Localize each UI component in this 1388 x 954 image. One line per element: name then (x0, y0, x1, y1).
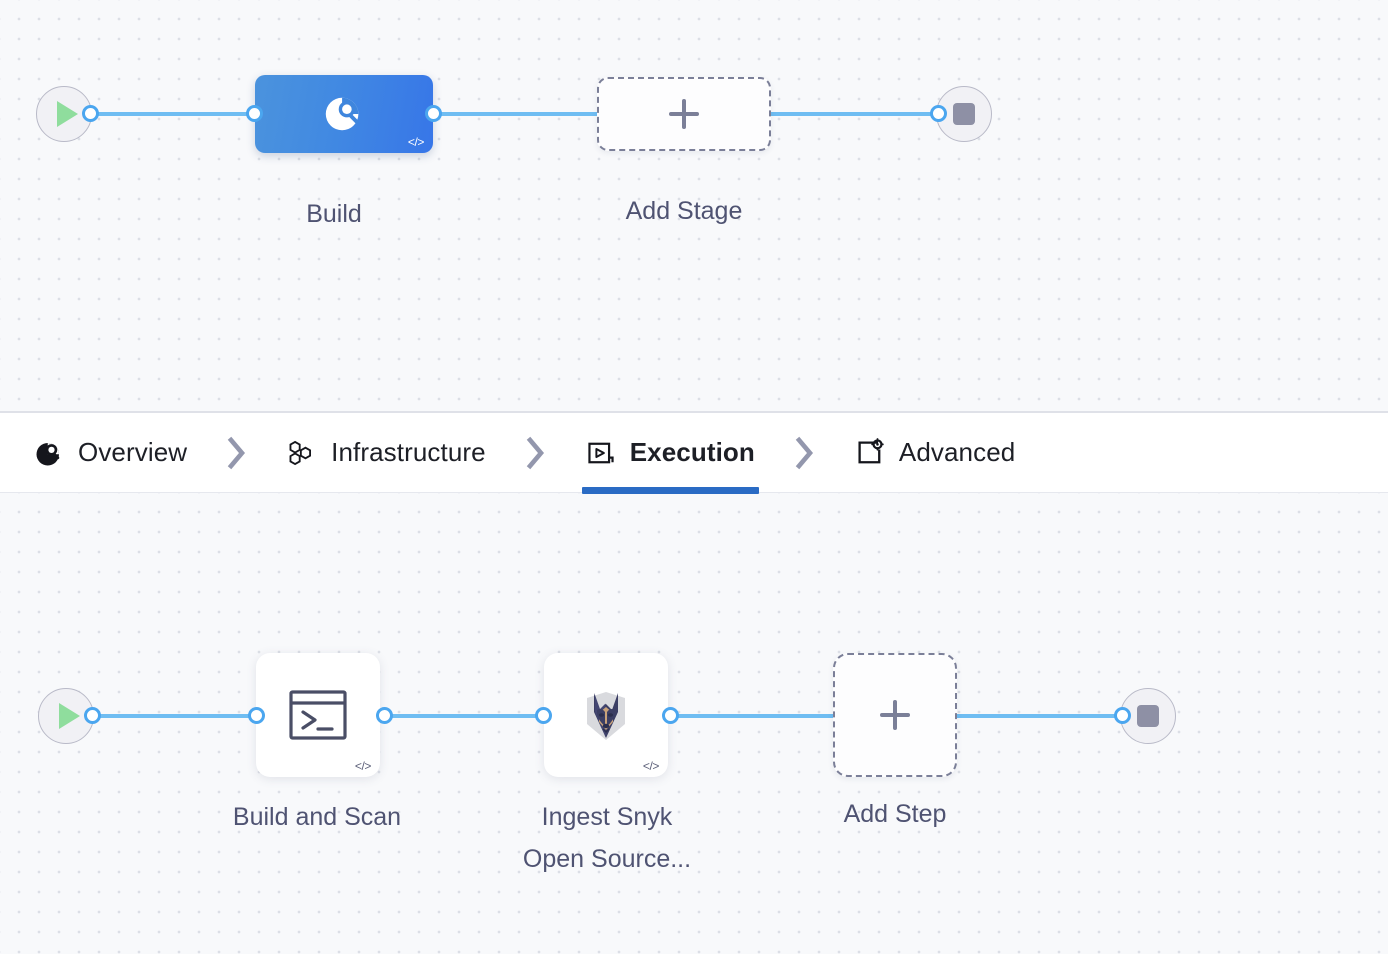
add-step-label: Add Step (843, 800, 947, 828)
play-icon (58, 703, 80, 729)
chevron-right-icon (227, 436, 246, 469)
link-addstage-to-end (760, 112, 948, 116)
play-icon (56, 101, 78, 127)
link-buildscan-to-snyk (379, 714, 555, 718)
execution-steps-canvas[interactable]: </> Build and Scan </> Ingest Snyk Open … (0, 493, 1388, 954)
plus-icon-vertical (893, 700, 897, 730)
tab-advanced[interactable]: Advanced (851, 412, 1019, 494)
stage-build-output-port[interactable] (425, 105, 442, 122)
step-end-port[interactable] (1114, 707, 1131, 724)
tab-separator-3 (759, 412, 851, 494)
step-snyk-output-port[interactable] (662, 707, 679, 724)
step-node-build-and-scan-label: Build and Scan (232, 803, 402, 831)
plus-icon-vertical (682, 99, 686, 129)
tab-separator-1 (191, 412, 283, 494)
link-build-to-addstage (428, 112, 608, 116)
tab-overview[interactable]: Overview (30, 412, 191, 494)
tab-infrastructure-label: Infrastructure (331, 437, 486, 467)
add-stage-button[interactable] (597, 77, 771, 151)
overview-circle-icon (36, 442, 60, 465)
play-box-icon (588, 442, 614, 463)
link-start-to-buildscan (94, 714, 264, 718)
link-snyk-to-addstep (665, 714, 845, 718)
tab-advanced-label: Advanced (898, 437, 1016, 467)
stage-node-build-label: Build (306, 200, 362, 228)
stage-build-input-port[interactable] (246, 105, 263, 122)
stage-node-build[interactable]: </> (255, 75, 433, 153)
hexagon-cells-icon (289, 440, 312, 465)
link-start-to-build (92, 112, 264, 116)
stage-config-tabbar: Overview Infrastructure (0, 411, 1388, 494)
step-buildscan-output-port[interactable] (376, 707, 393, 724)
step-snyk-input-port[interactable] (535, 707, 552, 724)
step-node-ingest-snyk-label: Ingest Snyk Open Source... (522, 803, 692, 873)
chevron-right-icon (526, 436, 544, 469)
tab-execution-label: Execution (629, 437, 755, 467)
stop-icon (953, 103, 975, 125)
step-buildscan-input-port[interactable] (248, 707, 265, 724)
stage-graph-canvas[interactable]: </> Build Add Stage (0, 0, 1388, 411)
step-node-build-and-scan[interactable]: </> (256, 653, 380, 777)
tab-execution[interactable]: Execution (581, 412, 760, 494)
terminal-icon (289, 690, 347, 740)
code-badge-icon: </> (407, 135, 425, 149)
add-step-button[interactable] (833, 653, 957, 777)
build-target-icon (325, 97, 359, 131)
step-node-ingest-snyk[interactable]: </> (544, 653, 668, 777)
square-gear-icon (858, 437, 884, 463)
stage-start-port[interactable] (82, 105, 99, 122)
snyk-dog-icon (587, 692, 625, 740)
add-stage-label: Add Stage (625, 197, 743, 225)
tab-overview-label: Overview (78, 437, 188, 467)
code-badge-icon: </> (354, 759, 372, 773)
tab-infrastructure[interactable]: Infrastructure (283, 412, 490, 494)
tab-separator-2 (490, 412, 582, 494)
link-addstep-to-end (950, 714, 1134, 718)
stage-end-port[interactable] (930, 105, 947, 122)
step-start-port[interactable] (84, 707, 101, 724)
chevron-right-icon (795, 436, 813, 469)
stop-icon (1137, 705, 1159, 727)
code-badge-icon: </> (642, 759, 660, 773)
